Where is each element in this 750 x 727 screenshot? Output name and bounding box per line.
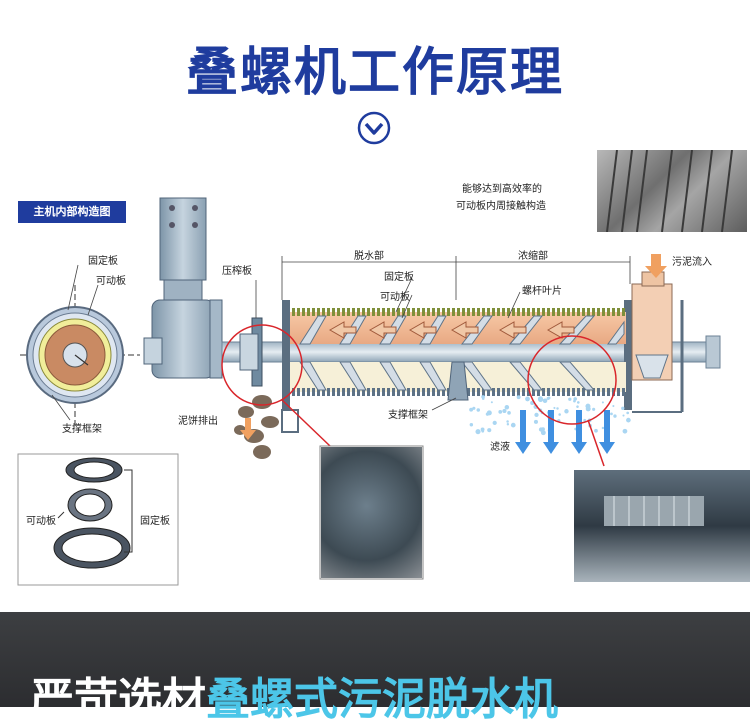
label-support-frame-main: 支撑框架 xyxy=(388,410,428,421)
banner-headline: 严苛选材叠螺式污泥脱水机 xyxy=(30,663,558,727)
press-plate xyxy=(239,317,263,387)
label-efficiency-2: 可动板内周接触构造 xyxy=(456,201,546,212)
plate-rings xyxy=(53,457,131,569)
label-fixed-plate-inset: 固定板 xyxy=(140,516,170,527)
label-thickening-section: 浓缩部 xyxy=(518,251,548,262)
leader-lines xyxy=(255,277,521,411)
screw-press-diagram xyxy=(17,197,721,586)
fixed-plate-stack xyxy=(292,308,625,316)
label-moving-plate-main: 可动板 xyxy=(380,292,410,303)
label-moving-plate-left: 可动板 xyxy=(96,276,126,287)
end-plate-left xyxy=(282,300,290,410)
label-fixed-plate-main: 固定板 xyxy=(384,272,414,283)
sludge-inflow-arrow xyxy=(645,254,667,278)
callout-circles xyxy=(221,324,617,467)
thickening-photo xyxy=(574,470,750,582)
label-screw-blade: 螺杆叶片 xyxy=(522,286,562,297)
bottom-banner xyxy=(0,612,750,707)
label-moving-plate-inset: 可动板 xyxy=(26,516,56,527)
motor xyxy=(143,197,223,379)
cake-out-arrow xyxy=(240,418,256,440)
flow-arrows xyxy=(328,321,575,339)
label-sludge-inflow: 污泥流入 xyxy=(672,257,712,268)
structure-badge: 主机内部构造图 xyxy=(18,201,126,223)
banner-part-2: 叠螺式污泥脱水机 xyxy=(206,674,558,725)
label-support-frame-left: 支撑框架 xyxy=(62,424,102,435)
page-title: 叠螺机工作原理 xyxy=(185,43,564,103)
label-sludge-cake-out: 泥饼排出 xyxy=(178,416,218,427)
plate-closeup-photo xyxy=(597,150,747,232)
filtrate-arrows xyxy=(515,410,615,454)
dimension-lines xyxy=(281,256,631,300)
end-plate-right xyxy=(624,300,632,410)
chevron-down-icon xyxy=(357,111,391,145)
press-outlet-photo xyxy=(321,447,422,578)
banner-part-1: 严苛选材 xyxy=(30,674,206,725)
label-efficiency-1: 能够达到高效率的 xyxy=(462,184,542,195)
label-press-plate: 压榨板 xyxy=(222,266,252,277)
label-filtrate: 滤液 xyxy=(490,442,510,453)
center-support xyxy=(447,361,469,401)
cross-section-view xyxy=(20,264,140,425)
label-dewatering-section: 脱水部 xyxy=(354,251,384,262)
inlet-hopper xyxy=(631,271,684,413)
label-fixed-plate-left: 固定板 xyxy=(88,256,118,267)
